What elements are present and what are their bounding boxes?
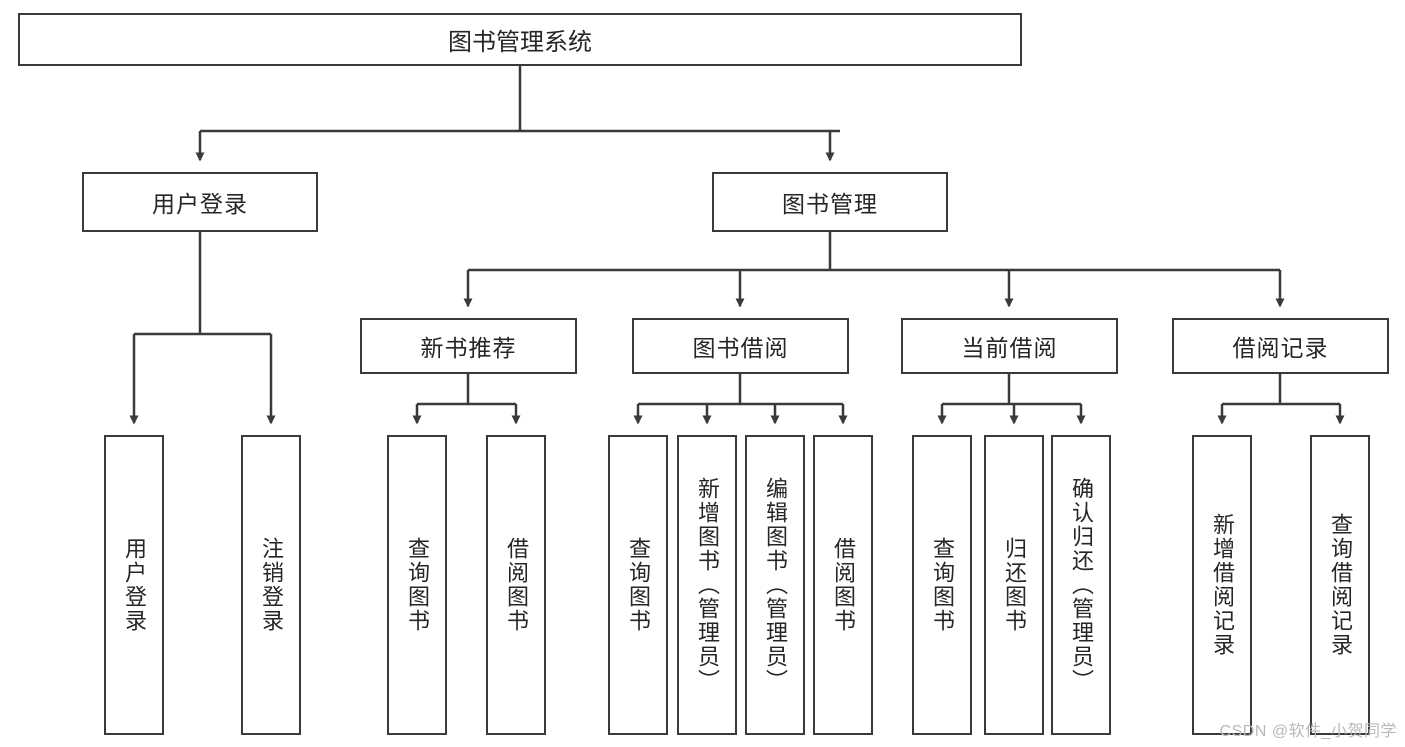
node-leaf-confirm-return-label: 确认归还（管理员）: [1068, 477, 1094, 693]
watermark: CSDN @软件_小贺同学: [1219, 723, 1397, 740]
node-borrow-record-label: 借阅记录: [1232, 335, 1329, 361]
node-leaf-confirm-return[interactable]: 确认归还（管理员）: [1051, 435, 1111, 735]
node-leaf-add-record-label: 新增借阅记录: [1209, 513, 1235, 657]
node-new-book-recommend[interactable]: 新书推荐: [360, 318, 577, 374]
node-leaf-add-book-label: 新增图书（管理员）: [694, 477, 720, 693]
node-leaf-borrow-book-2[interactable]: 借阅图书: [813, 435, 873, 735]
node-book-manage-label: 图书管理: [782, 191, 878, 217]
node-user-login-label: 用户登录: [152, 191, 248, 217]
node-book-borrow[interactable]: 图书借阅: [632, 318, 849, 374]
node-leaf-borrow-book-1-label: 借阅图书: [503, 537, 529, 633]
node-leaf-query-record-label: 查询借阅记录: [1327, 513, 1353, 657]
node-leaf-logout[interactable]: 注销登录: [241, 435, 301, 735]
node-leaf-edit-book-label: 编辑图书（管理员）: [762, 477, 788, 693]
node-leaf-user-login[interactable]: 用户登录: [104, 435, 164, 735]
node-leaf-query-book-2[interactable]: 查询图书: [608, 435, 668, 735]
node-borrow-record[interactable]: 借阅记录: [1172, 318, 1389, 374]
node-leaf-borrow-book-2-label: 借阅图书: [830, 537, 856, 633]
node-leaf-user-login-label: 用户登录: [121, 537, 147, 633]
node-leaf-query-book-3-label: 查询图书: [929, 537, 955, 633]
node-current-borrow[interactable]: 当前借阅: [901, 318, 1118, 374]
node-new-book-recommend-label: 新书推荐: [420, 335, 517, 361]
node-book-manage[interactable]: 图书管理: [712, 172, 948, 232]
node-leaf-logout-label: 注销登录: [258, 537, 284, 633]
node-leaf-edit-book[interactable]: 编辑图书（管理员）: [745, 435, 805, 735]
node-leaf-return-book-label: 归还图书: [1001, 537, 1027, 633]
node-leaf-add-book[interactable]: 新增图书（管理员）: [677, 435, 737, 735]
node-leaf-query-book-2-label: 查询图书: [625, 537, 651, 633]
node-book-borrow-label: 图书借阅: [692, 335, 789, 361]
node-current-borrow-label: 当前借阅: [961, 335, 1058, 361]
node-leaf-query-book-1[interactable]: 查询图书: [387, 435, 447, 735]
node-leaf-return-book[interactable]: 归还图书: [984, 435, 1044, 735]
node-leaf-add-record[interactable]: 新增借阅记录: [1192, 435, 1252, 735]
node-user-login[interactable]: 用户登录: [82, 172, 318, 232]
node-root[interactable]: 图书管理系统: [18, 13, 1022, 66]
node-root-label: 图书管理系统: [448, 29, 592, 56]
node-leaf-borrow-book-1[interactable]: 借阅图书: [486, 435, 546, 735]
node-leaf-query-book-3[interactable]: 查询图书: [912, 435, 972, 735]
node-leaf-query-record[interactable]: 查询借阅记录: [1310, 435, 1370, 735]
node-leaf-query-book-1-label: 查询图书: [404, 537, 430, 633]
